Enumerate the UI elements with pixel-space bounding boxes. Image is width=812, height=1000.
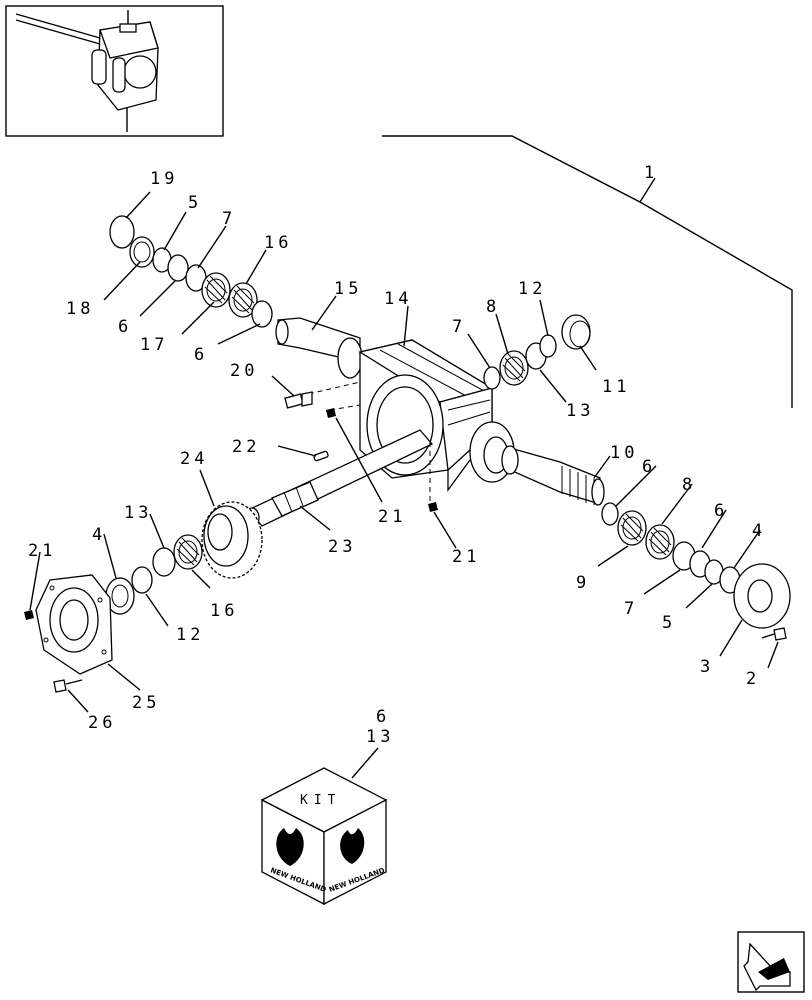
upper-left-parts [109, 215, 273, 328]
callout-7: 7 [624, 599, 638, 619]
callout-11: 11 [602, 377, 630, 397]
callout-18: 18 [66, 299, 94, 319]
callout-7: 7 [452, 317, 466, 337]
callout-6: 6 [642, 457, 656, 477]
callout-22: 22 [232, 437, 260, 457]
callout-14: 14 [384, 289, 412, 309]
callout-25: 25 [132, 693, 160, 713]
callout-labels: 1 19 5 7 16 18 6 17 6 15 14 8 12 7 20 13… [28, 163, 766, 747]
callout-10: 10 [610, 443, 638, 463]
breather-plug [284, 391, 313, 409]
callout-21: 21 [378, 507, 406, 527]
plug-21-top [326, 408, 336, 418]
callout-17: 17 [140, 335, 168, 355]
callout-13: 13 [124, 503, 152, 523]
callout-5: 5 [188, 193, 202, 213]
lower-right-parts [601, 502, 791, 641]
callout-20: 20 [230, 361, 258, 381]
callout-12: 12 [176, 625, 204, 645]
callout-19: 19 [150, 169, 178, 189]
callout-9: 9 [576, 573, 590, 593]
callout-4: 4 [92, 525, 106, 545]
callout-12: 12 [518, 279, 546, 299]
callout-21: 21 [452, 547, 480, 567]
kit-callout-6: 6 [376, 707, 390, 727]
callout-6: 6 [118, 317, 132, 337]
callout-7: 7 [222, 209, 236, 229]
callout-5: 5 [662, 613, 676, 633]
callout-6: 6 [194, 345, 208, 365]
callout-4: 4 [752, 521, 766, 541]
plug-21-mid [428, 502, 438, 512]
callout-15: 15 [334, 279, 362, 299]
callout-16: 16 [210, 601, 238, 621]
plug-21-left [24, 610, 34, 620]
callout-24: 24 [180, 449, 208, 469]
callout-2: 2 [746, 669, 760, 689]
callout-21: 21 [28, 541, 56, 561]
gearbox-inset-icon[interactable] [5, 5, 224, 137]
callout-8: 8 [486, 297, 500, 317]
bevel-gear [201, 501, 263, 579]
callout-16: 16 [264, 233, 292, 253]
callout-23: 23 [328, 537, 356, 557]
next-page-arrow-icon[interactable] [737, 931, 805, 993]
kit-box-icon: KIT NEW HOLLAND NEW HOLLAND [260, 767, 388, 906]
kit-label: KIT [300, 793, 341, 808]
callout-6: 6 [714, 501, 728, 521]
callout-8: 8 [682, 475, 696, 495]
callout-26: 26 [88, 713, 116, 733]
upper-right-parts [483, 314, 591, 390]
lower-left-parts [35, 534, 203, 693]
callout-1: 1 [644, 163, 658, 183]
kit-callout-13: 13 [366, 727, 394, 747]
leader-lines [29, 191, 779, 779]
callout-13: 13 [566, 401, 594, 421]
gearbox-housing [244, 317, 605, 529]
callout-3: 3 [700, 657, 714, 677]
